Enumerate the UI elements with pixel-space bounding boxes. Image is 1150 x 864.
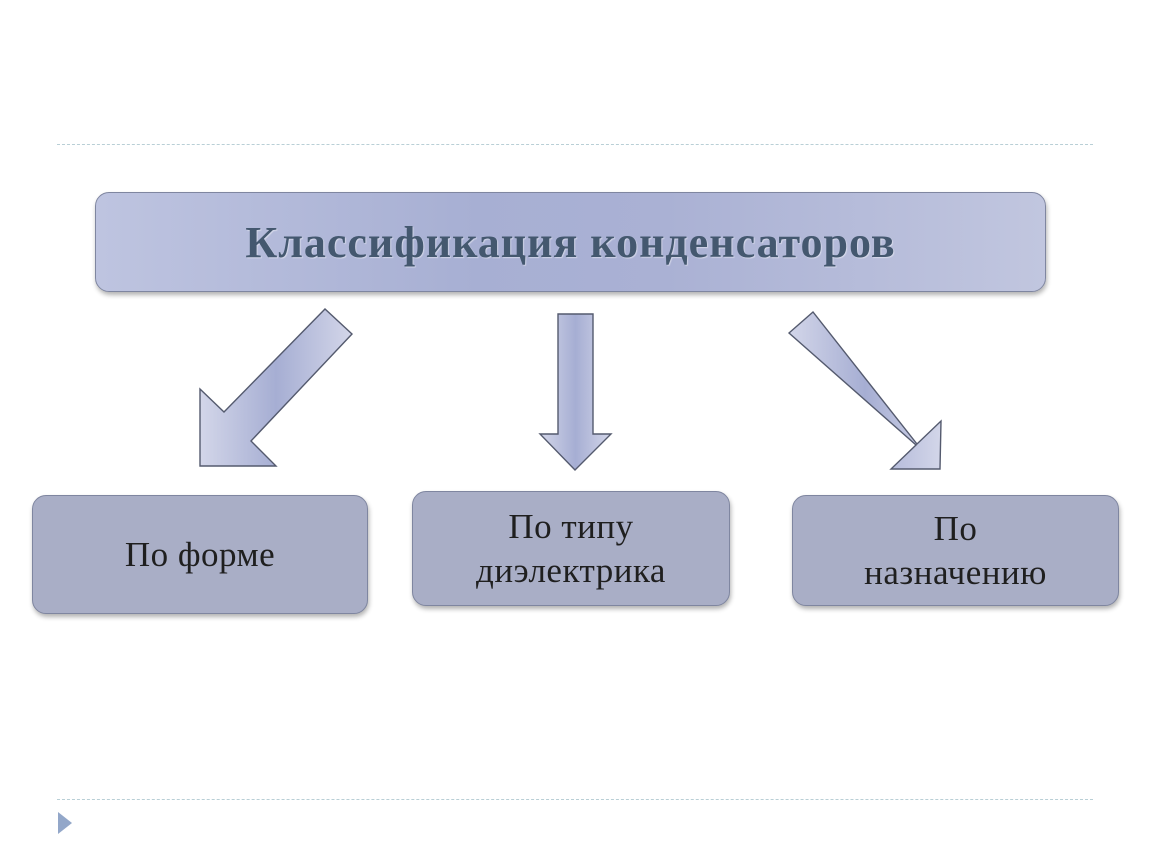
child-node-label: По типу диэлектрика (476, 506, 666, 590)
triangle-right-icon (58, 812, 72, 834)
child-node-dielectric: По типу диэлектрика (412, 491, 730, 606)
child-node-label: По назначению (864, 508, 1047, 592)
arrow-to-shape (199, 308, 353, 467)
arrow-to-dielectric (538, 313, 613, 471)
child-node-shape: По форме (32, 495, 368, 614)
child-node-label: По форме (124, 534, 276, 574)
child-node-purpose: По назначению (792, 495, 1119, 606)
slide-top-rule (57, 144, 1093, 145)
root-node-label: Классификация конденсаторов (245, 217, 896, 267)
slide-bottom-rule (57, 799, 1093, 800)
root-node: Классификация конденсаторов (95, 192, 1046, 292)
arrow-to-purpose (787, 310, 942, 470)
